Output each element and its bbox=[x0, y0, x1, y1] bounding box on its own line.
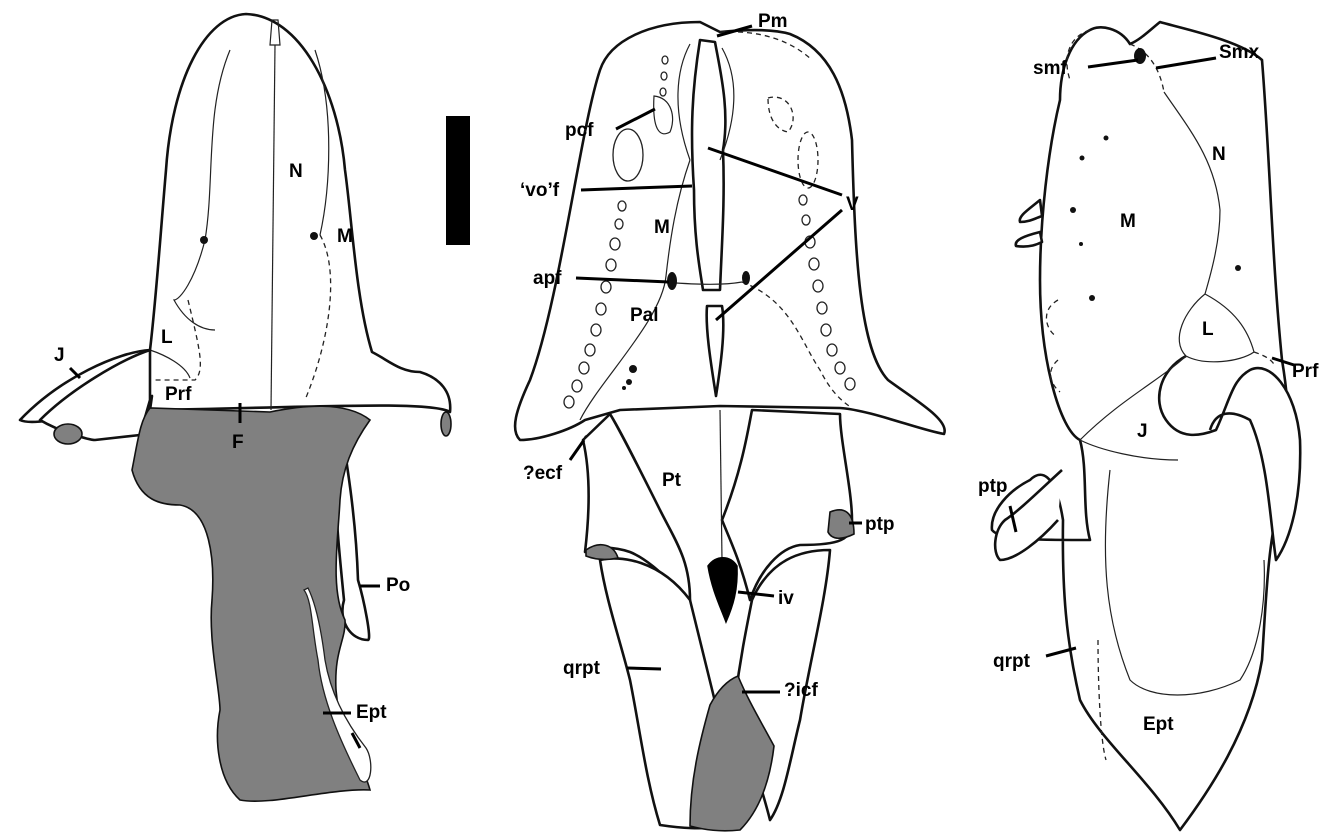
ventral-vomer bbox=[692, 40, 725, 290]
label-dorsal-Prf: Prf bbox=[165, 384, 192, 405]
label-ventral-M: M bbox=[654, 217, 670, 238]
dorsal-foramen-right bbox=[310, 232, 318, 240]
ventral-foramen-a bbox=[629, 365, 637, 373]
label-dorsal-J: J bbox=[54, 345, 65, 366]
scale-bar bbox=[446, 116, 470, 245]
label-lateral-L: L bbox=[1202, 319, 1214, 340]
label-ventral-ecf: ?ecf bbox=[523, 463, 563, 484]
lateral-dot-3 bbox=[1070, 207, 1076, 213]
dorsal-skull-outline bbox=[20, 14, 450, 422]
ventral-apf-right bbox=[742, 271, 750, 285]
label-ventral-pcf: pcf bbox=[565, 120, 594, 141]
ventral-pterygoid-mid bbox=[720, 410, 722, 560]
dorsal-grey-nub-right bbox=[441, 412, 451, 436]
label-dorsal-Ept: Ept bbox=[356, 702, 387, 723]
label-lateral-Ept: Ept bbox=[1143, 714, 1174, 735]
ventral-foramen-b bbox=[626, 379, 632, 385]
pointer-qrpt bbox=[627, 668, 661, 669]
dorsal-view-panel: N M L J Prf F Po Ept bbox=[20, 14, 451, 801]
lateral-view-panel: smf Smx N M L Prf J ptp qrpt Ept bbox=[978, 22, 1319, 830]
lateral-dot-6 bbox=[1089, 295, 1095, 301]
label-dorsal-Po: Po bbox=[386, 575, 410, 596]
label-ventral-Pal: Pal bbox=[630, 305, 659, 326]
label-ventral-icf: ?icf bbox=[784, 680, 818, 701]
label-ventral-ptp: ptp bbox=[865, 514, 895, 535]
dorsal-grey-nub-left bbox=[54, 424, 82, 444]
label-lateral-M: M bbox=[1120, 211, 1136, 232]
lateral-dot-1 bbox=[1104, 136, 1109, 141]
label-dorsal-F: F bbox=[232, 432, 244, 453]
label-ventral-vof: ‘vo’f bbox=[520, 180, 560, 201]
label-ventral-V: V bbox=[846, 194, 859, 215]
label-dorsal-M: M bbox=[337, 226, 353, 247]
ventral-view-panel: Pm pcf ‘vo’f V M apf Pal ?ecf Pt ptp iv … bbox=[515, 11, 945, 831]
dorsal-matrix bbox=[132, 406, 370, 801]
label-lateral-Smx: Smx bbox=[1219, 42, 1260, 63]
label-lateral-smf: smf bbox=[1033, 58, 1067, 79]
dorsal-foramen-left bbox=[200, 236, 208, 244]
label-ventral-Pm: Pm bbox=[758, 11, 788, 32]
label-lateral-ptp: ptp bbox=[978, 476, 1008, 497]
lateral-dot-2 bbox=[1080, 156, 1085, 161]
lateral-dot-4 bbox=[1079, 242, 1083, 246]
lateral-projection-upper bbox=[1020, 200, 1042, 222]
lateral-dot-5 bbox=[1235, 265, 1241, 271]
ventral-palate-outline bbox=[515, 22, 945, 440]
pointer-ecf bbox=[570, 440, 584, 460]
ventral-interpterygoid-vacuity bbox=[708, 558, 737, 622]
lateral-projection-lower bbox=[1016, 232, 1042, 247]
label-lateral-J: J bbox=[1137, 421, 1148, 442]
ventral-choana-left bbox=[613, 129, 643, 181]
label-lateral-N: N bbox=[1212, 144, 1226, 165]
label-ventral-iv: iv bbox=[778, 588, 794, 609]
label-ventral-Pt: Pt bbox=[662, 470, 682, 491]
label-dorsal-L: L bbox=[161, 327, 173, 348]
label-lateral-qrpt: qrpt bbox=[993, 651, 1031, 672]
label-ventral-apf: apf bbox=[533, 268, 562, 289]
label-ventral-qrpt: qrpt bbox=[563, 658, 601, 679]
label-dorsal-N: N bbox=[289, 161, 303, 182]
label-lateral-Prf: Prf bbox=[1292, 361, 1319, 382]
ventral-foramen-c bbox=[622, 386, 626, 390]
